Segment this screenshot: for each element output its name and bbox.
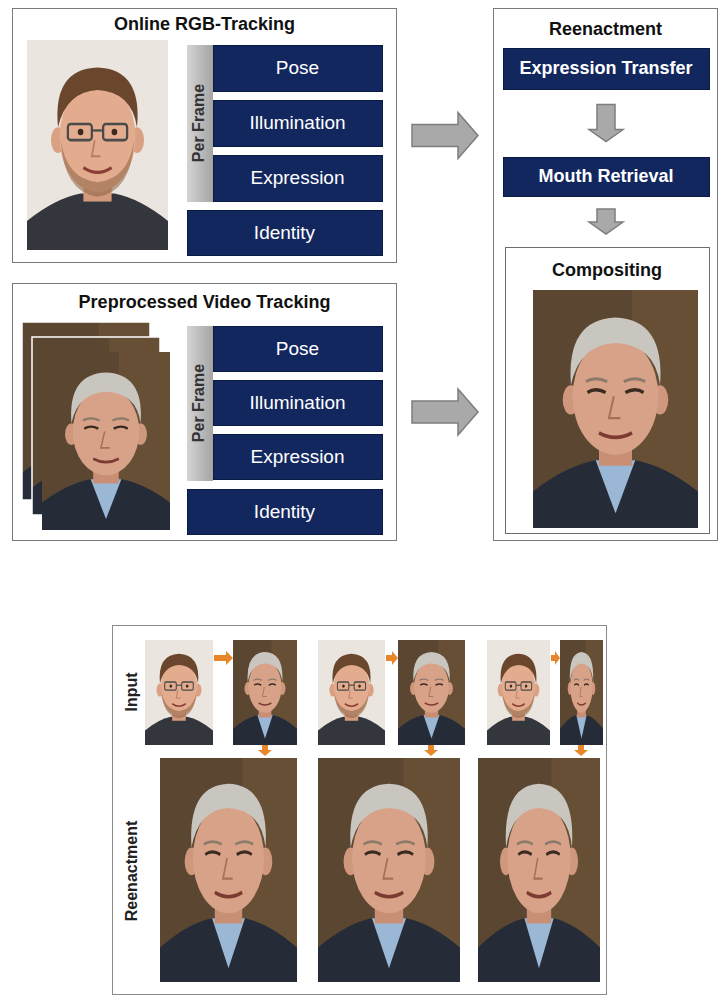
results-figure-frame: InputReenactment: [112, 625, 607, 995]
parameter-box: Illumination: [213, 100, 383, 147]
box-label: Identity: [254, 501, 315, 523]
parameter-box: Identity: [187, 489, 383, 535]
parameter-box: Expression: [213, 155, 383, 202]
block-arrow: [589, 209, 623, 234]
input-actor-photo: [487, 640, 550, 745]
input-actor-photo: [318, 640, 385, 745]
box-label: Mouth Retrieval: [538, 166, 673, 187]
band-label: Per Frame: [191, 364, 209, 442]
parameter-box: Identity: [187, 210, 383, 256]
panel-title: Compositing: [506, 248, 709, 281]
tracked-person-photo: [27, 40, 168, 250]
input-target-photo: [398, 640, 465, 745]
per-frame-band: Per Frame: [187, 326, 213, 481]
orange-arrows: [214, 651, 588, 756]
box-label: Illumination: [249, 392, 345, 414]
reenactment-result-photo: [160, 758, 297, 982]
tracking-panel: Preprocessed Video TrackingPer Frame Pose…: [12, 283, 397, 541]
block-arrow: [589, 105, 623, 142]
parameter-box: Pose: [213, 45, 383, 92]
reenactment-result-photo: [478, 758, 600, 982]
box-label: Expression Transfer: [519, 58, 692, 79]
box-label: Identity: [254, 222, 315, 244]
reenactment-panel: ReenactmentExpression TransferMouth Retr…: [493, 8, 718, 541]
row-label: Reenactment: [123, 821, 141, 921]
input-target-photo: [560, 640, 603, 745]
panel-title: Online RGB-Tracking: [13, 9, 396, 35]
box-label: Expression: [251, 167, 345, 189]
panel-title: Reenactment: [494, 9, 717, 40]
input-actor-photo: [145, 640, 213, 745]
parameter-box: Pose: [213, 326, 383, 372]
block-arrow: [412, 113, 478, 159]
compositing-box: Compositing: [505, 247, 710, 534]
parameter-box: Illumination: [213, 380, 383, 426]
video-frame-photo: [42, 352, 170, 530]
process-step-box: Mouth Retrieval: [503, 157, 710, 197]
composited-result-photo: [533, 290, 698, 528]
box-label: Pose: [276, 338, 319, 360]
per-frame-band: Per Frame: [187, 45, 213, 202]
box-label: Expression: [251, 446, 345, 468]
input-target-photo: [233, 640, 297, 745]
process-step-box: Expression Transfer: [503, 48, 710, 90]
reenactment-result-photo: [318, 758, 460, 982]
box-label: Illumination: [249, 112, 345, 134]
box-label: Pose: [276, 57, 319, 79]
panel-title: Preprocessed Video Tracking: [13, 284, 396, 313]
row-label: Input: [123, 672, 141, 711]
parameter-box: Expression: [213, 434, 383, 480]
band-label: Per Frame: [191, 84, 209, 162]
block-arrow: [412, 389, 478, 435]
tracking-panel: Online RGB-TrackingPer Frame PoseIllumina…: [12, 8, 397, 263]
